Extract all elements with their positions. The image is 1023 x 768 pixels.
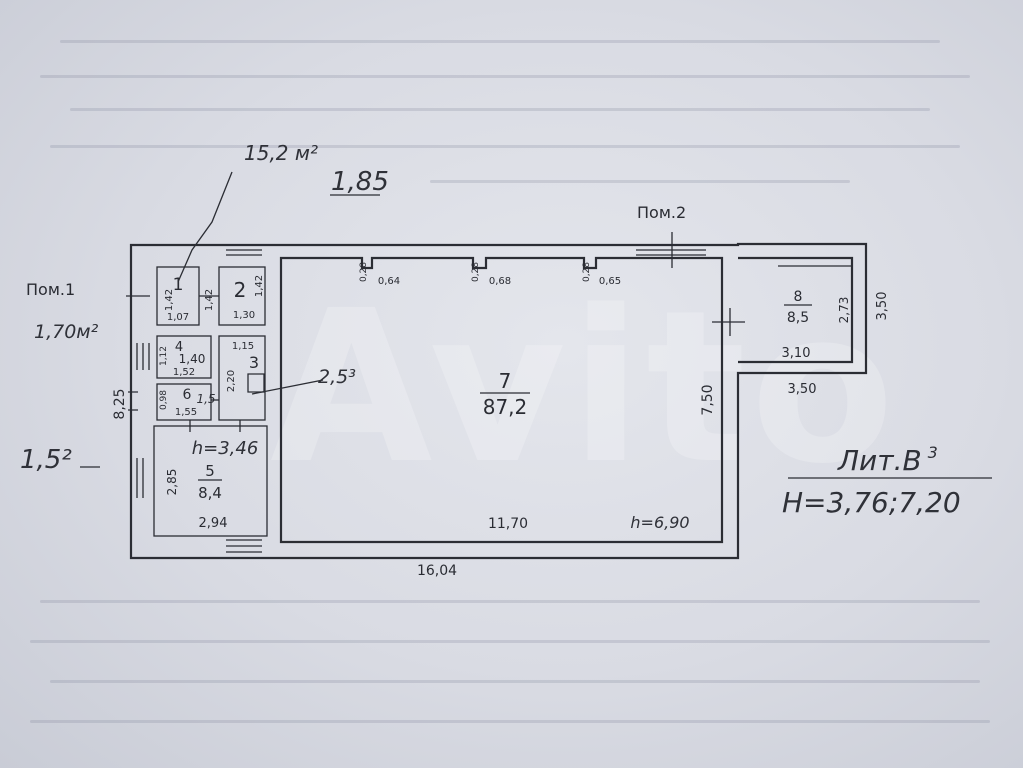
overall-length: 16,04: [417, 563, 457, 579]
room-3-outline: [218, 335, 266, 421]
background-text-line: [50, 145, 960, 148]
premises-2-label: Пом.2: [637, 203, 686, 222]
room-7-length: 11,70: [488, 516, 528, 532]
room-4-length: 1,52: [173, 367, 195, 378]
room-4-area: 1,40: [179, 352, 206, 366]
background-text-line: [30, 640, 990, 643]
note-mid-value: 2,5³: [318, 366, 356, 388]
stamp-lit-sup: 3: [928, 443, 938, 462]
outer-wall: [129, 242, 868, 560]
annex-depth: 3,50: [875, 292, 890, 321]
stamp-heights: H=3,76;7,20: [782, 486, 961, 519]
room-6-area: 1,5: [196, 392, 215, 406]
room-8-length: 3,10: [782, 346, 811, 361]
annex-length: 3,50: [788, 382, 817, 397]
room-1-width: 1,42: [164, 289, 175, 311]
pilaster-2-depth: 0,28: [471, 262, 481, 282]
room-6-length: 1,55: [175, 407, 197, 418]
pilaster-2-width: 0,68: [489, 276, 511, 287]
room-6-number: 6: [183, 387, 192, 403]
note-left-value: 1,5²: [20, 445, 72, 475]
pilaster-1-width: 0,64: [378, 276, 400, 287]
background-text-line: [430, 180, 850, 183]
room-1-number: 1: [173, 275, 184, 295]
background-text-line: [40, 75, 970, 78]
room-7-depth: 7,50: [700, 384, 716, 415]
room-8-outline: [738, 256, 854, 364]
room-5-length: 2,94: [199, 516, 228, 531]
room-1-depth: 1,42: [204, 289, 215, 311]
room-5-outline: [153, 425, 268, 537]
room-7-height: h=6,90: [630, 513, 689, 532]
room-1-length: 1,07: [167, 312, 189, 323]
background-text-line: [40, 600, 980, 603]
background-text-line: [70, 108, 930, 111]
room-3-width: 1,15: [232, 341, 254, 352]
door-marks: [126, 232, 745, 432]
room-5-number: 5: [205, 462, 215, 480]
room-3-depth: 2,20: [226, 370, 237, 392]
premises-1-label: Пом.1: [26, 280, 75, 299]
room-7-number: 7: [499, 369, 512, 393]
room-5-height: h=3,46: [192, 438, 259, 459]
room-2-number: 2: [234, 278, 247, 302]
note-top-value: 1,85: [331, 167, 389, 197]
room-2-length: 1,30: [233, 310, 255, 321]
window-marks: [128, 244, 706, 553]
room-2-depth: 1,42: [254, 275, 265, 297]
room-4-width: 1,12: [159, 346, 169, 366]
leader-lines: [80, 171, 992, 479]
note-left-area: 1,70м²: [34, 321, 99, 343]
note-top-area: 15,2 м²: [244, 141, 318, 165]
room-6-outline: [156, 383, 212, 421]
room-8-depth: 2,73: [837, 297, 851, 324]
background-text-line: [50, 680, 980, 683]
pilaster-3-depth: 0,28: [582, 262, 592, 282]
room-3-number: 3: [249, 353, 259, 372]
room-7-outline: [279, 256, 724, 544]
background-text-line: [60, 40, 940, 43]
room-8-area: 8,5: [787, 310, 809, 326]
pilaster-1-depth: 0,28: [359, 262, 369, 282]
room-5-area: 8,4: [198, 484, 222, 502]
room-4-number: 4: [175, 340, 183, 355]
background-text-line: [30, 720, 990, 723]
pilaster-3-width: 0,65: [599, 276, 621, 287]
room-5-width: 2,85: [165, 469, 179, 496]
overall-depth: 8,25: [112, 388, 128, 419]
room-6-width: 0,98: [159, 390, 169, 410]
room-8-number: 8: [794, 289, 803, 305]
room-7-area: 87,2: [483, 395, 528, 419]
room-4-outline: [156, 335, 212, 379]
